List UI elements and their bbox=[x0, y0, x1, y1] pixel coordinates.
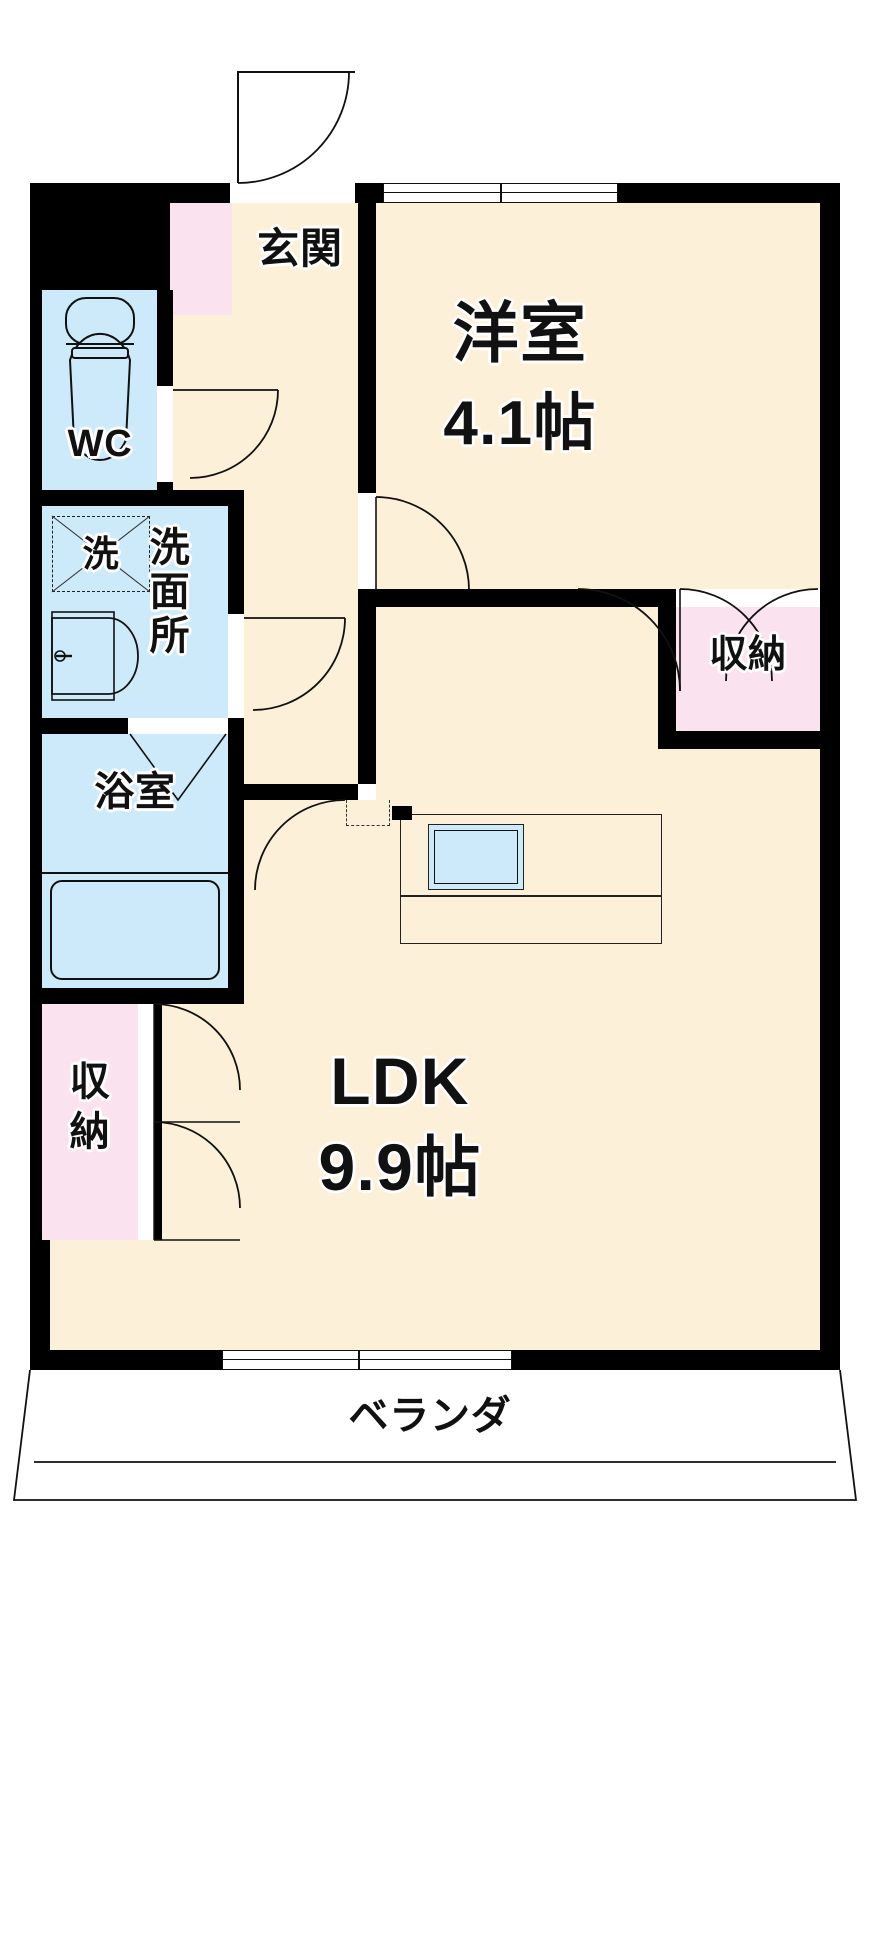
closet-lower-left-floor bbox=[42, 1004, 138, 1240]
bathtub-fixture bbox=[50, 880, 220, 980]
window-ldk-south-rail bbox=[222, 1359, 512, 1361]
kitchen-partition-dashed bbox=[346, 800, 390, 826]
bath-wall-bottom bbox=[30, 988, 244, 1004]
closet-right-door-opening bbox=[676, 589, 820, 607]
kitchen-counter-lower bbox=[400, 896, 662, 944]
label-closet-lower-left-1: 収 bbox=[69, 1060, 111, 1104]
closet-right-wall-bottom bbox=[658, 731, 840, 749]
label-veranda: ベランダ bbox=[348, 1394, 512, 1438]
label-wc: WC bbox=[67, 423, 133, 465]
kitchen-sink-fixture bbox=[428, 824, 524, 890]
kitchen-sink-inner bbox=[434, 830, 518, 884]
closet-lower-left-wall-right bbox=[154, 1004, 162, 1240]
closet-lower-left-door-opening bbox=[138, 1004, 154, 1240]
label-bath: 浴室 bbox=[94, 770, 176, 814]
label-closet-lower-left-2: 納 bbox=[69, 1110, 111, 1154]
label-sanitary-3: 所 bbox=[149, 614, 191, 658]
wc-wall-bottom bbox=[30, 490, 240, 506]
label-washitsu-name: 洋室 bbox=[452, 296, 588, 370]
window-washitsu-north-rail bbox=[383, 192, 618, 194]
bath-door-opening bbox=[128, 718, 228, 734]
label-sanitary-2: 面 bbox=[149, 570, 191, 614]
label-closet-right: 収納 bbox=[709, 634, 787, 676]
wall-hall-washitsu bbox=[358, 203, 376, 493]
label-ldk-name: LDK bbox=[330, 1044, 470, 1118]
exterior-wall-right bbox=[820, 183, 840, 1370]
sanitary-door-opening bbox=[228, 614, 244, 718]
wall-washitsu-ldk bbox=[358, 589, 658, 607]
wc-door-opening bbox=[157, 386, 173, 482]
bath-tub-divider bbox=[42, 872, 228, 874]
entrance-door-opening bbox=[230, 183, 370, 203]
exterior-wall-top-right bbox=[355, 183, 383, 203]
washitsu-door-opening bbox=[358, 493, 376, 589]
kitchen-counter-stub bbox=[392, 806, 412, 820]
exterior-wall-top-corner-right bbox=[618, 183, 840, 203]
label-ldk-area: 9.9帖 bbox=[318, 1130, 482, 1204]
label-genkan: 玄関 bbox=[257, 225, 343, 272]
label-washitsu-area: 4.1帖 bbox=[443, 389, 597, 458]
wall-corridor-bottom bbox=[244, 784, 358, 800]
wall-hall-ldk-vertical bbox=[358, 589, 376, 784]
ldk-floor-left-extension bbox=[50, 1240, 820, 1350]
label-sanitary-1: 洗 bbox=[149, 526, 191, 570]
label-washer: 洗 bbox=[82, 533, 120, 574]
bath-wall-right bbox=[228, 734, 244, 988]
closet-right-wall-left bbox=[658, 589, 676, 749]
closet-genkan bbox=[170, 203, 232, 315]
